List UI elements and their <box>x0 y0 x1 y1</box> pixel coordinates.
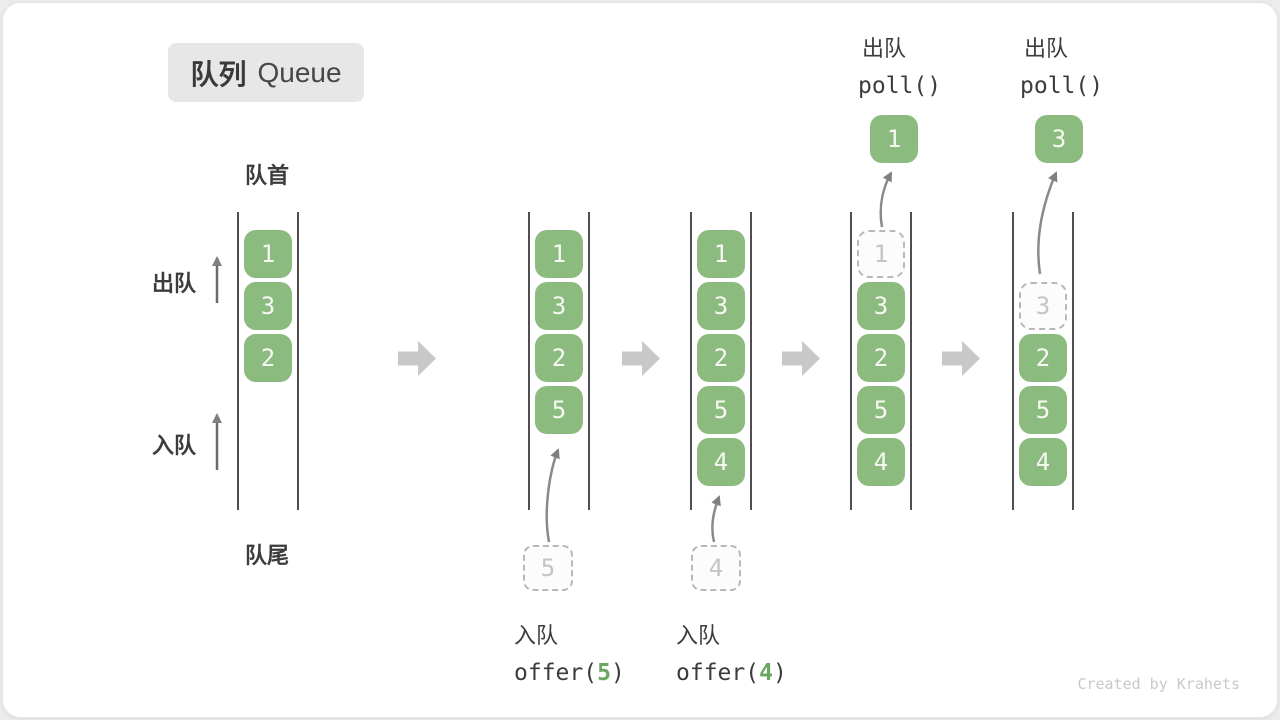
queue-cell: 5 <box>535 386 583 434</box>
queue-cell: 4 <box>857 438 905 486</box>
queue-cell: 2 <box>244 334 292 382</box>
queue-cell: 5 <box>1019 386 1067 434</box>
queue-state-2: 1 3 2 5 <box>528 212 590 510</box>
queue-cell: 3 <box>857 282 905 330</box>
flow-arrow-icon <box>398 341 436 376</box>
flow-arrow-icon <box>942 341 980 376</box>
polled-value-1: 1 <box>870 115 918 163</box>
code-text: offer( <box>676 660 760 686</box>
polled-value-3: 3 <box>1035 115 1083 163</box>
queue-state-3: 1 3 2 5 4 <box>690 212 752 510</box>
op-poll-2: 出队 poll() <box>1020 31 1103 99</box>
code-arg: 5 <box>597 660 611 686</box>
op-enqueue-5: 入队 offer(5) <box>514 618 625 686</box>
label-dequeue-side: 出队 <box>152 271 197 296</box>
queue-cell: 3 <box>697 282 745 330</box>
op-enqueue-4: 入队 offer(4) <box>676 618 787 686</box>
queue-state-1: 1 3 2 <box>237 212 299 510</box>
label-enqueue-side: 入队 <box>152 433 197 458</box>
staging-cell-offer-5: 5 <box>523 545 573 591</box>
flow-arrow-icon <box>622 341 660 376</box>
title-zh: 队列 <box>190 58 247 90</box>
watermark: Created by Krahets <box>1077 675 1240 693</box>
queue-cell: 3 <box>244 282 292 330</box>
queue-cell-removed: 1 <box>857 230 905 278</box>
code-text: ) <box>610 660 625 686</box>
queue-cell: 1 <box>535 230 583 278</box>
queue-cell: 4 <box>1019 438 1067 486</box>
code-text: ) <box>772 660 787 686</box>
queue-cell: 2 <box>535 334 583 382</box>
code-text: offer( <box>514 660 598 686</box>
op-code: poll() <box>858 73 942 99</box>
queue-cell: 1 <box>697 230 745 278</box>
queue-cell: 2 <box>697 334 745 382</box>
label-queue-front: 队首 <box>245 163 290 188</box>
op-zh-label: 入队 <box>676 623 721 648</box>
code-arg: 4 <box>759 660 773 686</box>
queue-cell: 4 <box>697 438 745 486</box>
op-code: offer(4) <box>676 660 787 686</box>
diagram-title: 队列 Queue <box>168 43 364 102</box>
queue-cell: 2 <box>857 334 905 382</box>
title-en: Queue <box>257 56 342 88</box>
op-poll-1: 出队 poll() <box>858 31 941 99</box>
op-code: offer(5) <box>514 660 625 686</box>
queue-cell: 2 <box>1019 334 1067 382</box>
op-zh-label: 出队 <box>862 36 907 61</box>
queue-cell: 5 <box>697 386 745 434</box>
staging-cell-offer-4: 4 <box>691 545 741 591</box>
queue-state-4: 1 3 2 5 4 <box>850 212 912 510</box>
queue-cell: 5 <box>857 386 905 434</box>
queue-cell: 1 <box>244 230 292 278</box>
queue-cell: 3 <box>535 282 583 330</box>
op-zh-label: 出队 <box>1024 36 1069 61</box>
op-zh-label: 入队 <box>514 623 559 648</box>
queue-cell-removed: 3 <box>1019 282 1067 330</box>
flow-arrow-icon <box>782 341 820 376</box>
op-code: poll() <box>1020 73 1104 99</box>
label-queue-rear: 队尾 <box>245 543 290 568</box>
queue-state-5: 3 2 5 4 <box>1012 212 1074 510</box>
